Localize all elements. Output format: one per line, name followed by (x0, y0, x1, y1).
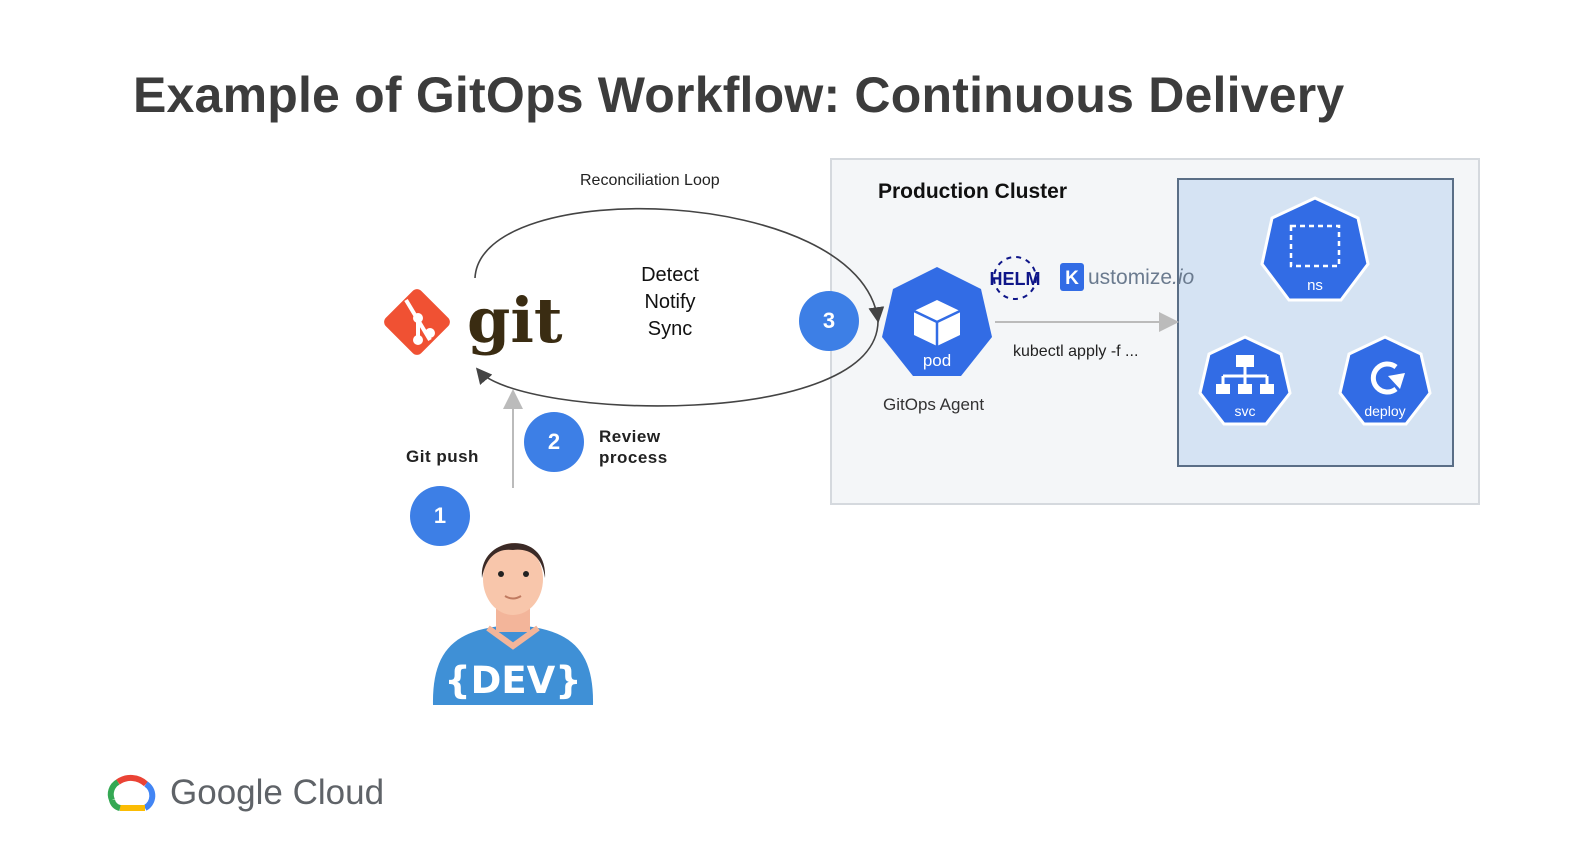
git-logo-icon (384, 289, 450, 355)
loop-steps: Detect Notify Sync (620, 262, 720, 343)
loop-step-sync: Sync (647, 318, 693, 340)
service-resource-icon: svc (1198, 335, 1292, 426)
git-push-label: Git push (406, 447, 479, 466)
google-cloud-logo-icon (107, 774, 156, 811)
gitops-agent-pod-icon: pod (882, 267, 992, 376)
svg-text:K: K (1065, 268, 1079, 289)
google-cloud-brand-text: Google Cloud (170, 773, 385, 812)
review-line-2: process (599, 448, 668, 467)
review-process-label: Review process (599, 426, 668, 468)
step-1-badge: 1 (410, 486, 470, 546)
svg-text:pod: pod (923, 351, 951, 370)
developer-avatar-icon: {DEV} (432, 543, 594, 705)
deployment-resource-icon: deploy (1338, 335, 1432, 426)
loop-step-notify: Notify (644, 291, 696, 313)
svg-text:{DEV}: {DEV} (444, 659, 581, 702)
reconciliation-loop-label: Reconciliation Loop (580, 172, 720, 189)
kustomize-io: .io (1172, 266, 1195, 289)
production-cluster-title: Production Cluster (878, 180, 1068, 203)
kubectl-apply-label: kubectl apply -f ... (1013, 343, 1139, 360)
kustomize-logo-icon: K (1060, 263, 1084, 291)
slide-title: Example of GitOps Workflow: Continuous D… (133, 67, 1345, 123)
gitops-agent-label: GitOps Agent (883, 395, 985, 414)
svg-text:deploy: deploy (1364, 403, 1405, 419)
step-3-badge: 3 (799, 291, 859, 351)
step-2-badge: 2 (524, 412, 584, 472)
svg-text:HELM: HELM (990, 269, 1041, 289)
svg-text:ns: ns (1307, 277, 1323, 294)
helm-logo-icon: HELM (990, 256, 1041, 300)
kustomize-logo-text: ustomize.io (1088, 266, 1194, 290)
git-logo-text: git (467, 284, 563, 357)
namespace-resource-icon: ns (1260, 196, 1370, 302)
loop-step-detect: Detect (641, 264, 699, 286)
review-line-1: Review (599, 427, 661, 446)
kustomize-main: ustomize (1088, 266, 1173, 289)
reconciliation-loop-arrow (474, 207, 885, 407)
svg-text:svc: svc (1235, 403, 1256, 419)
